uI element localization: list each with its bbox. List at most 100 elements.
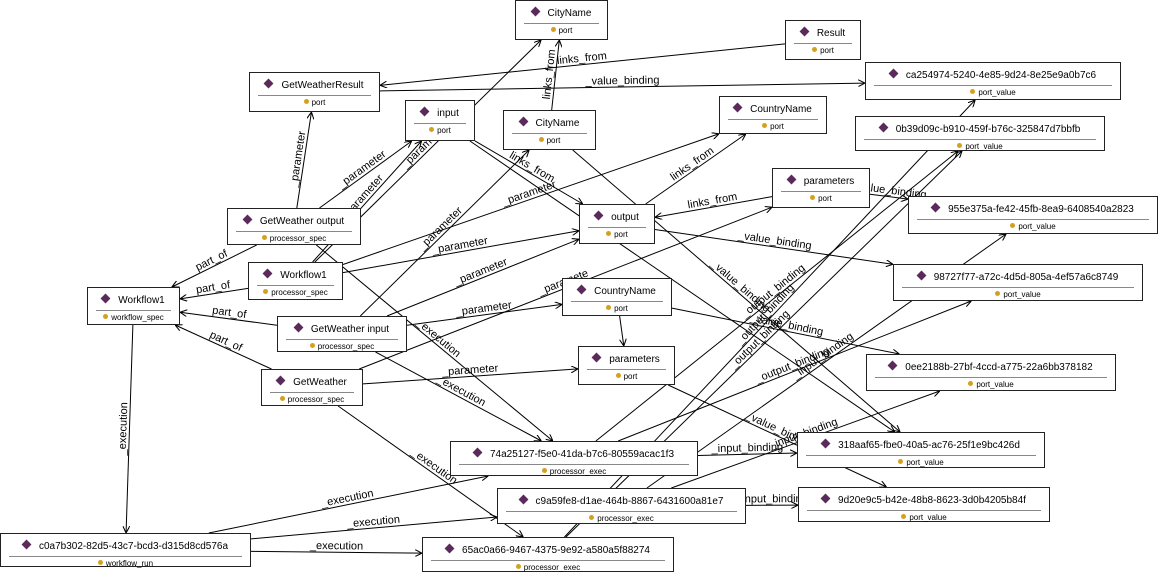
- edge-line: [869, 193, 908, 199]
- edge-line: [595, 151, 958, 442]
- edge-label: _parameter: [451, 256, 509, 289]
- edge-line: [180, 287, 249, 298]
- class-diamond-icon: [732, 102, 743, 113]
- instance-dot-icon: [812, 47, 818, 52]
- class-diamond-icon: [878, 122, 889, 133]
- class-diamond-icon: [518, 494, 528, 505]
- instance-dot-icon: [810, 195, 816, 200]
- edge-line: [406, 304, 562, 326]
- class-diamond-icon: [518, 116, 528, 127]
- edge-line: [655, 196, 773, 218]
- edge-line: [654, 229, 893, 265]
- class-diamond-icon: [799, 26, 810, 37]
- instance-dot-icon: [898, 459, 904, 464]
- class-diamond-icon: [444, 543, 455, 554]
- edge-line: [474, 140, 583, 204]
- edge-line: [250, 551, 422, 553]
- edge-line: [359, 150, 529, 317]
- edge-label: links_from: [668, 145, 716, 184]
- edge-label: links_from: [507, 149, 556, 185]
- edge-label: links_from: [556, 50, 607, 67]
- instance-dot-icon: [538, 137, 544, 142]
- class-diamond-icon: [472, 447, 483, 458]
- edge-line: [697, 453, 797, 455]
- edge-label: _execution: [309, 540, 363, 553]
- edge-line: [175, 325, 272, 370]
- instance-dot-icon: [606, 305, 612, 310]
- edge-label: part_of: [194, 247, 231, 273]
- edge-line: [551, 40, 560, 111]
- edge-line: [668, 384, 886, 487]
- instance-dot-icon: [762, 123, 768, 128]
- edge-line: [126, 324, 134, 533]
- instance-dot-icon: [309, 343, 315, 348]
- edge-label: _execution: [345, 514, 400, 531]
- class-diamond-icon: [887, 360, 898, 371]
- instance-dot-icon: [515, 564, 521, 569]
- instance-dot-icon: [995, 291, 1001, 296]
- class-diamond-icon: [576, 284, 587, 295]
- edge-label: _parameter: [454, 299, 513, 319]
- class-diamond-icon: [786, 174, 797, 185]
- class-diamond-icon: [888, 68, 899, 79]
- class-diamond-icon: [419, 106, 430, 117]
- class-diamond-icon: [100, 293, 111, 304]
- instance-dot-icon: [263, 289, 269, 294]
- edge-line: [572, 149, 900, 432]
- instance-dot-icon: [303, 99, 309, 104]
- instance-dot-icon: [957, 143, 963, 148]
- instance-dot-icon: [103, 314, 109, 319]
- instance-dot-icon: [261, 235, 267, 240]
- edge-line: [379, 83, 865, 92]
- class-diamond-icon: [916, 270, 927, 281]
- edge-label: _value_binding: [584, 74, 659, 87]
- edge-label: _execution: [117, 402, 131, 457]
- class-diamond-icon: [293, 322, 304, 333]
- class-diamond-icon: [930, 202, 941, 213]
- instance-dot-icon: [970, 89, 976, 94]
- class-diamond-icon: [275, 375, 286, 386]
- edge-line: [319, 141, 411, 209]
- edge-line: [316, 244, 553, 441]
- class-diamond-icon: [262, 268, 273, 279]
- edge-label: _input_binding: [710, 441, 783, 455]
- instance-dot-icon: [901, 514, 907, 519]
- edge-label: links_from: [541, 49, 558, 100]
- edge-line: [386, 239, 579, 317]
- class-diamond-icon: [591, 352, 602, 363]
- edge-line: [250, 517, 497, 540]
- instance-dot-icon: [541, 468, 547, 473]
- edge-line: [342, 231, 579, 274]
- instance-dot-icon: [1010, 223, 1016, 228]
- edge-label: _parameter: [288, 130, 309, 189]
- edge-label: _execution: [413, 316, 462, 360]
- class-diamond-icon: [820, 493, 831, 504]
